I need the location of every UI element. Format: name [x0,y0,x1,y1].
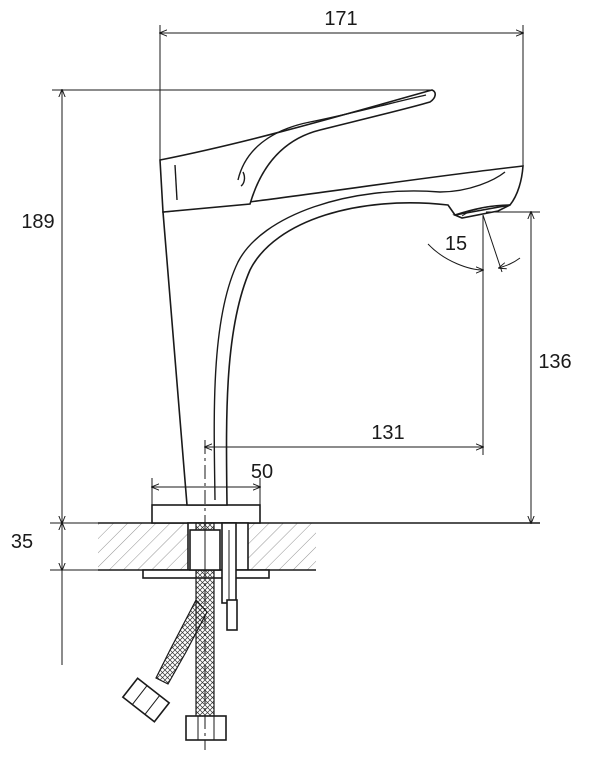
dimension-height: 189 [21,90,432,523]
label-base-diameter: 50 [251,461,273,483]
countertop [50,522,540,571]
label-mount-thickness: 35 [11,531,33,553]
label-height: 189 [21,211,54,233]
label-spout-height: 136 [538,351,571,373]
label-spray-angle: 15 [445,233,467,255]
dimension-base-diameter: 50 [152,461,273,505]
dimension-overall-width: 171 [160,8,523,166]
dimension-spout-height: 136 [486,212,572,523]
base-flange [151,504,261,524]
label-reach: 131 [371,422,404,444]
supply-hoses [121,522,227,741]
dimension-spray-angle: 15 [427,214,521,275]
dimension-mount-thickness: 35 [11,523,62,665]
label-overall-width: 171 [324,8,357,30]
faucet-body [159,89,524,506]
